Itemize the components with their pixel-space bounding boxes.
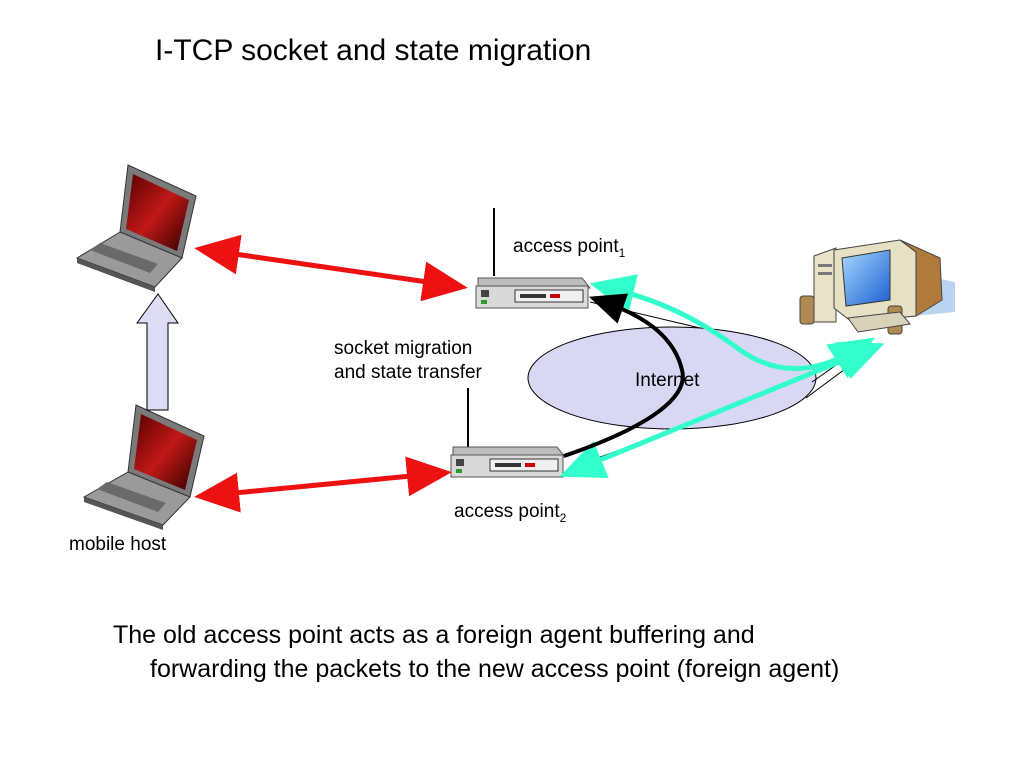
socket-migration-line2: and state transfer (334, 362, 482, 383)
socket-migration-line1: socket migration (334, 338, 473, 359)
slide-title: I-TCP socket and state migration (155, 34, 592, 67)
access-point-1-icon (475, 208, 592, 309)
laptop-icon-top (75, 164, 197, 292)
access-point-2-icon (450, 388, 567, 478)
access-point-1-label: access point1 (513, 236, 626, 260)
laptop-icon-bottom (82, 404, 205, 530)
mobile-host-label: mobile host (69, 534, 167, 555)
caption-text: The old access point acts as a foreign a… (113, 618, 993, 686)
wired-path-ap2 (559, 341, 885, 479)
access-point-2-label: access point2 (454, 501, 567, 525)
move-arrow (136, 293, 179, 411)
caption-line1: The old access point acts as a foreign a… (113, 621, 755, 649)
wireless-link-ap1 (194, 234, 468, 302)
socket-migration-arrow (563, 293, 685, 458)
socket-migration-label: socket migration and state transfer (334, 337, 482, 385)
wireless-link-ap2 (194, 456, 452, 513)
caption-line2: forwarding the packets to the new access… (150, 655, 840, 683)
internet-label: Internet (635, 370, 700, 391)
desktop-computer-icon (799, 239, 955, 335)
